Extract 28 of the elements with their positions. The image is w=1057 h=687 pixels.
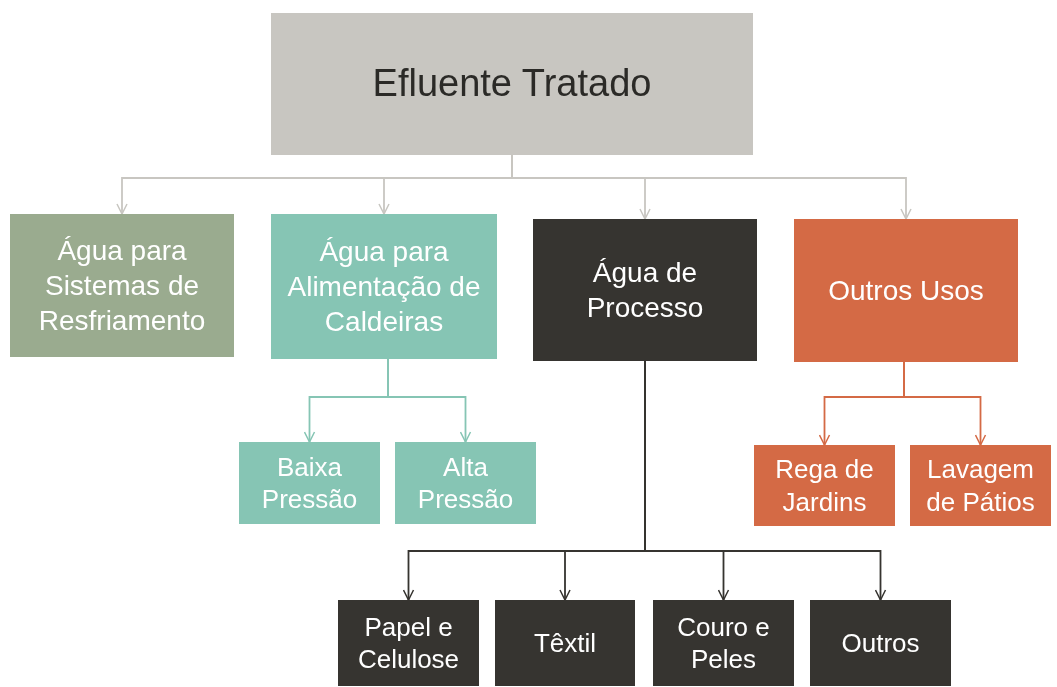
- subcategory-box: [395, 442, 536, 524]
- node-label: Efluente Tratado: [372, 61, 652, 107]
- node-label: Baixa Pressão: [260, 450, 359, 516]
- category-box: [10, 214, 234, 357]
- arrow: [387, 358, 472, 443]
- subcategory-box: [810, 600, 951, 686]
- arrow: [903, 361, 987, 446]
- node-label: Têxtil: [533, 626, 597, 660]
- node-label: Água para Sistemas de Resfriamento: [37, 234, 207, 338]
- node-label: Lavagem de Pátios: [925, 453, 1036, 518]
- category-box: [271, 214, 497, 359]
- node-label: Alta Pressão: [416, 450, 515, 516]
- category-box: [533, 219, 757, 361]
- subcategory-box: [910, 445, 1051, 526]
- node-label: Outros: [841, 626, 920, 660]
- subcategory-box: [338, 600, 479, 686]
- category-box: [794, 219, 1018, 362]
- node-label: Rega de Jardins: [774, 453, 875, 518]
- subcategory-box: [653, 600, 794, 686]
- node-label: Outros Usos: [828, 274, 984, 308]
- node-label: Papel e Celulose: [356, 610, 461, 676]
- node-label: Água para Alimentação de Caldeiras: [286, 235, 482, 339]
- subcategory-box: [754, 445, 895, 526]
- root-box: [271, 13, 753, 155]
- subcategory-box: [495, 600, 635, 686]
- subcategory-box: [239, 442, 380, 524]
- node-label: Água de Processo: [585, 256, 705, 325]
- node-label: Couro e Peles: [676, 610, 771, 676]
